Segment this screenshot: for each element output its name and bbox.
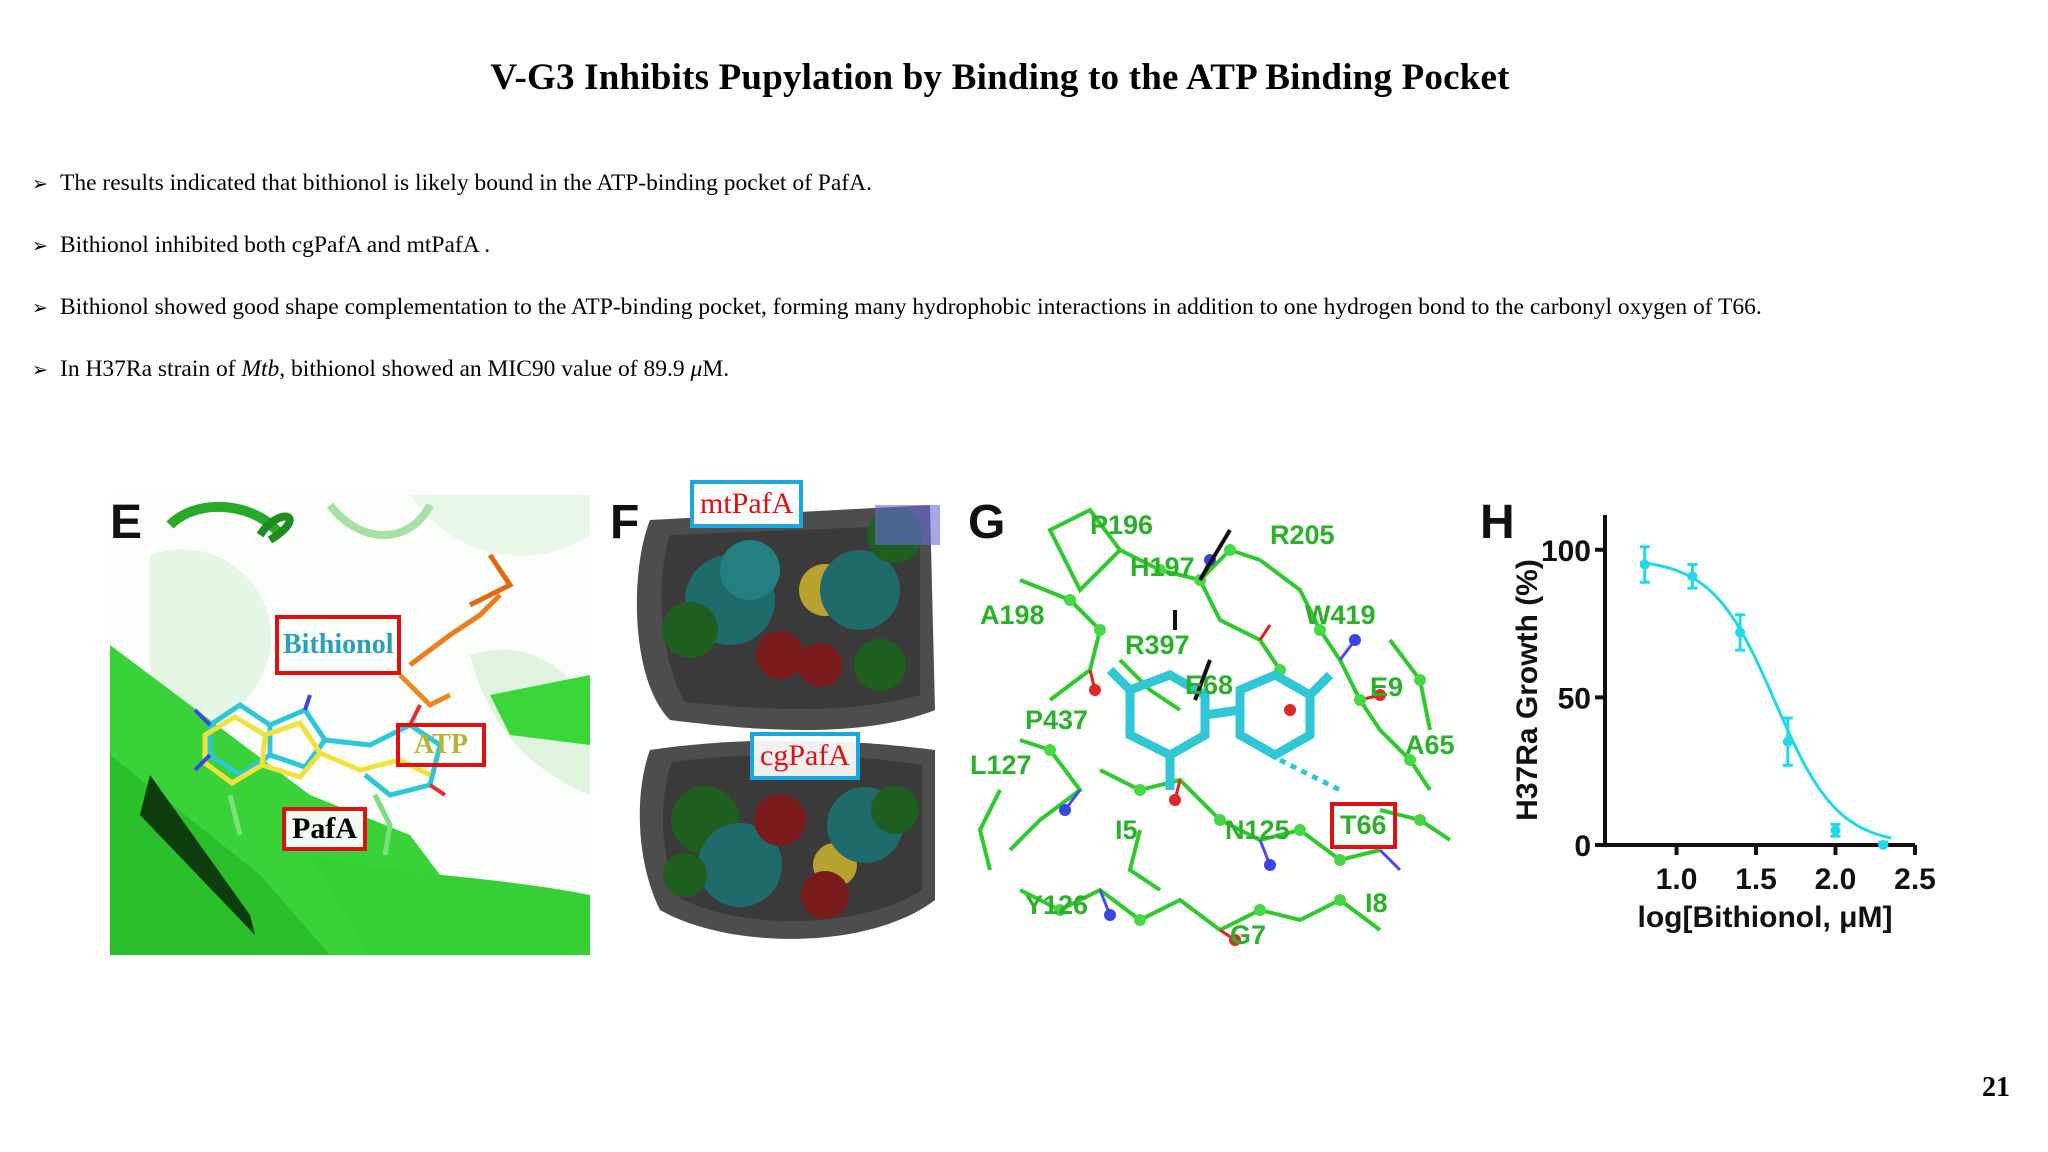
residue-label: H197 — [1130, 552, 1195, 582]
slide-title: V-G3 Inhibits Pupylation by Binding to t… — [490, 57, 1510, 98]
panel-e-letter: E — [110, 496, 143, 549]
data-point — [1639, 559, 1650, 570]
bullet-text-part: , bithionol showed an MIC90 value of 89.… — [279, 356, 691, 382]
x-tick-label: 1.0 — [1656, 863, 1698, 896]
bullet-arrow-icon: ➢ — [32, 236, 48, 257]
data-point — [1878, 840, 1889, 850]
panel-f-figure: F mtPafA cgPafA — [610, 480, 940, 960]
residue-label: E68 — [1185, 670, 1234, 700]
residue-label-t66: T66 — [1330, 802, 1397, 849]
bullet-text: Bithionol showed good shape complementat… — [60, 294, 1762, 320]
panel-f-letter: F — [610, 496, 640, 549]
residue-label: I5 — [1115, 815, 1138, 845]
data-point — [1782, 736, 1793, 747]
bullet-item: ➢ The results indicated that bithionol i… — [32, 170, 2012, 232]
bullet-arrow-icon: ➢ — [32, 174, 48, 195]
bullet-text: The results indicated that bithionol is … — [60, 170, 872, 196]
residue-label: I8 — [1365, 888, 1388, 918]
bullet-text: In H37Ra strain of Mtb, bithionol showed… — [60, 356, 729, 383]
panel-f-drawing — [610, 480, 940, 960]
residue-label: L127 — [970, 750, 1032, 780]
residue-label: E9 — [1370, 672, 1404, 702]
bullet-text-italic: Mtb — [241, 356, 280, 382]
bullet-arrow-icon: ➢ — [32, 298, 48, 319]
panel-g-letter: G — [968, 496, 1006, 549]
bullet-item: ➢ In H37Ra strain of Mtb, bithionol show… — [32, 356, 2012, 418]
residue-label: Y126 — [1025, 890, 1089, 920]
bullet-item: ➢ Bithionol showed good shape complement… — [32, 294, 2012, 356]
y-tick-label: 100 — [1541, 535, 1591, 568]
residue-label: A198 — [980, 600, 1045, 630]
data-point — [1735, 627, 1746, 638]
residue-label: R205 — [1270, 520, 1335, 550]
y-tick-label: 0 — [1574, 830, 1591, 863]
bithionol-label: Bithionol — [275, 615, 402, 675]
bullet-text-part: In H37Ra strain of — [60, 356, 242, 382]
bullet-item: ➢ Bithionol inhibited both cgPafA and mt… — [32, 232, 2012, 294]
x-tick-label: 2.0 — [1815, 863, 1857, 896]
pafa-label: PafA — [282, 807, 367, 851]
x-tick-label: 1.5 — [1735, 863, 1777, 896]
panel-e-drawing — [110, 495, 590, 955]
residue-label: W419 — [1305, 600, 1376, 630]
cgpafa-label: cgPafA — [750, 732, 860, 780]
panel-e-figure: E Bithionol ATP PafA — [110, 495, 590, 955]
x-tick-label: 2.5 — [1894, 863, 1935, 896]
panel-h-letter: H — [1480, 496, 1515, 549]
residue-label: G7 — [1230, 920, 1267, 950]
data-point — [1687, 571, 1698, 582]
bullet-list: ➢ The results indicated that bithionol i… — [32, 170, 2012, 418]
residue-label: N125 — [1225, 815, 1290, 845]
data-point — [1830, 825, 1841, 836]
bullet-text: Bithionol inhibited both cgPafA and mtPa… — [60, 232, 491, 258]
bullet-text-part: M. — [702, 356, 730, 382]
page-number: 21 — [1982, 1072, 2010, 1103]
residue-label: R397 — [1125, 630, 1190, 660]
panel-g-figure: G P196 H197 R205 A198 W419 R397 E68 E9 P… — [960, 490, 1460, 960]
residue-label: P437 — [1025, 705, 1089, 735]
mtpafa-label: mtPafA — [690, 480, 804, 528]
y-axis-label: H37Ra Growth (%) — [1511, 559, 1544, 821]
atp-label: ATP — [396, 723, 486, 767]
x-axis-label: log[Bithionol, μM] — [1638, 901, 1893, 934]
residue-label: A65 — [1405, 730, 1455, 760]
fit-curve — [1639, 560, 1892, 840]
panel-g-drawing — [960, 490, 1460, 960]
residue-label: P196 — [1090, 510, 1154, 540]
bullet-arrow-icon: ➢ — [32, 360, 48, 381]
y-tick-label: 50 — [1558, 682, 1591, 715]
micro-symbol: μ — [690, 356, 703, 382]
